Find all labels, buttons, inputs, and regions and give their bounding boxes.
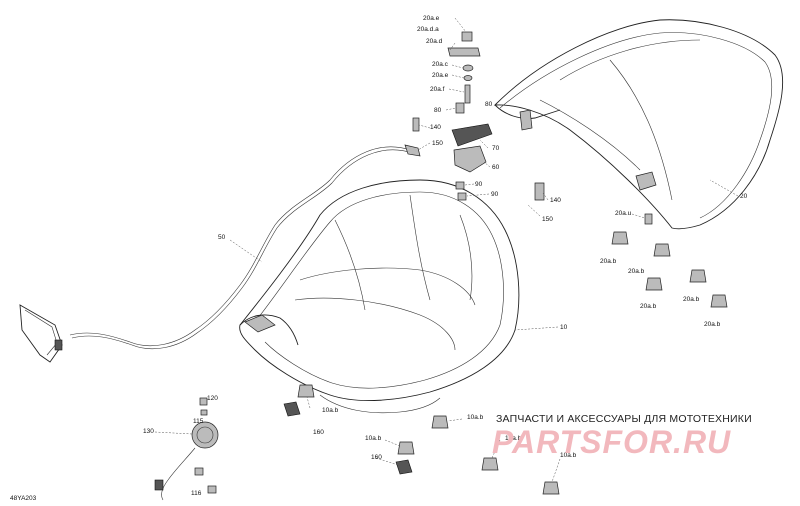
callout-10a-b-1: 10a.b xyxy=(322,407,339,414)
callout-150-a: 150 xyxy=(432,140,443,147)
callout-labels: 20a.e 20a.d.a 20a.d 20a.c 20a.e 20a.f 80… xyxy=(10,15,748,502)
callout-150-b: 150 xyxy=(542,216,553,223)
callout-10a-b-5: 10a.b xyxy=(560,452,577,459)
callout-10a-b-4: 10a.b xyxy=(505,435,522,442)
callout-140-b: 140 xyxy=(550,197,561,204)
rear-seat-20 xyxy=(493,19,784,230)
callout-160-a: 160 xyxy=(313,429,324,436)
callout-20a-d: 20a.d xyxy=(426,38,443,45)
callout-10: 10 xyxy=(560,324,568,331)
watermark-logo: PARTSFOR.RU xyxy=(492,424,732,460)
callout-20a-u: 20a.u xyxy=(615,210,632,217)
callout-20a-c: 20a.c xyxy=(432,61,449,68)
callout-115: 115 xyxy=(193,418,204,425)
callout-20: 20 xyxy=(740,193,748,200)
bumpers-lower xyxy=(283,384,560,495)
callout-20a-f: 20a.f xyxy=(430,86,445,93)
main-seat-10 xyxy=(239,179,520,414)
callout-20a-b-2: 20a.b xyxy=(628,268,645,275)
leader-lines xyxy=(154,17,739,483)
callout-20a-b-1: 20a.b xyxy=(600,258,617,265)
callout-10a-b-2: 10a.b xyxy=(467,414,484,421)
callout-70: 70 xyxy=(492,145,500,152)
callout-20a-b-5: 20a.b xyxy=(704,321,721,328)
bumpers-right xyxy=(611,213,728,308)
callout-80-b: 80 xyxy=(485,101,493,108)
callout-90-b: 90 xyxy=(491,191,499,198)
cable-50 xyxy=(19,144,421,363)
lock-assembly xyxy=(154,397,219,501)
watermark-banner: ЗАПЧАСТИ И АКСЕССУАРЫ ДЛЯ МОТОТЕХНИКИ xyxy=(496,413,752,425)
diagram-code: 48YA203 xyxy=(10,495,37,502)
hardware-stack xyxy=(412,31,545,201)
callout-116: 116 xyxy=(191,490,202,497)
callout-20a-d-a: 20a.d.a xyxy=(417,26,439,33)
callout-130: 130 xyxy=(143,428,154,435)
callout-90-a: 90 xyxy=(475,181,483,188)
callout-10a-b-3: 10a.b xyxy=(365,435,382,442)
callout-140-a: 140 xyxy=(430,124,441,131)
callout-60: 60 xyxy=(492,164,500,171)
callout-160-b: 160 xyxy=(371,454,382,461)
callout-80-a: 80 xyxy=(434,107,442,114)
callout-20a-e-2: 20a.e xyxy=(432,72,449,79)
callout-20a-b-4: 20a.b xyxy=(683,296,700,303)
callout-120: 120 xyxy=(207,395,218,402)
callout-20a-e: 20a.e xyxy=(423,15,440,22)
callout-50: 50 xyxy=(218,234,226,241)
callout-20a-b-3: 20a.b xyxy=(640,303,657,310)
